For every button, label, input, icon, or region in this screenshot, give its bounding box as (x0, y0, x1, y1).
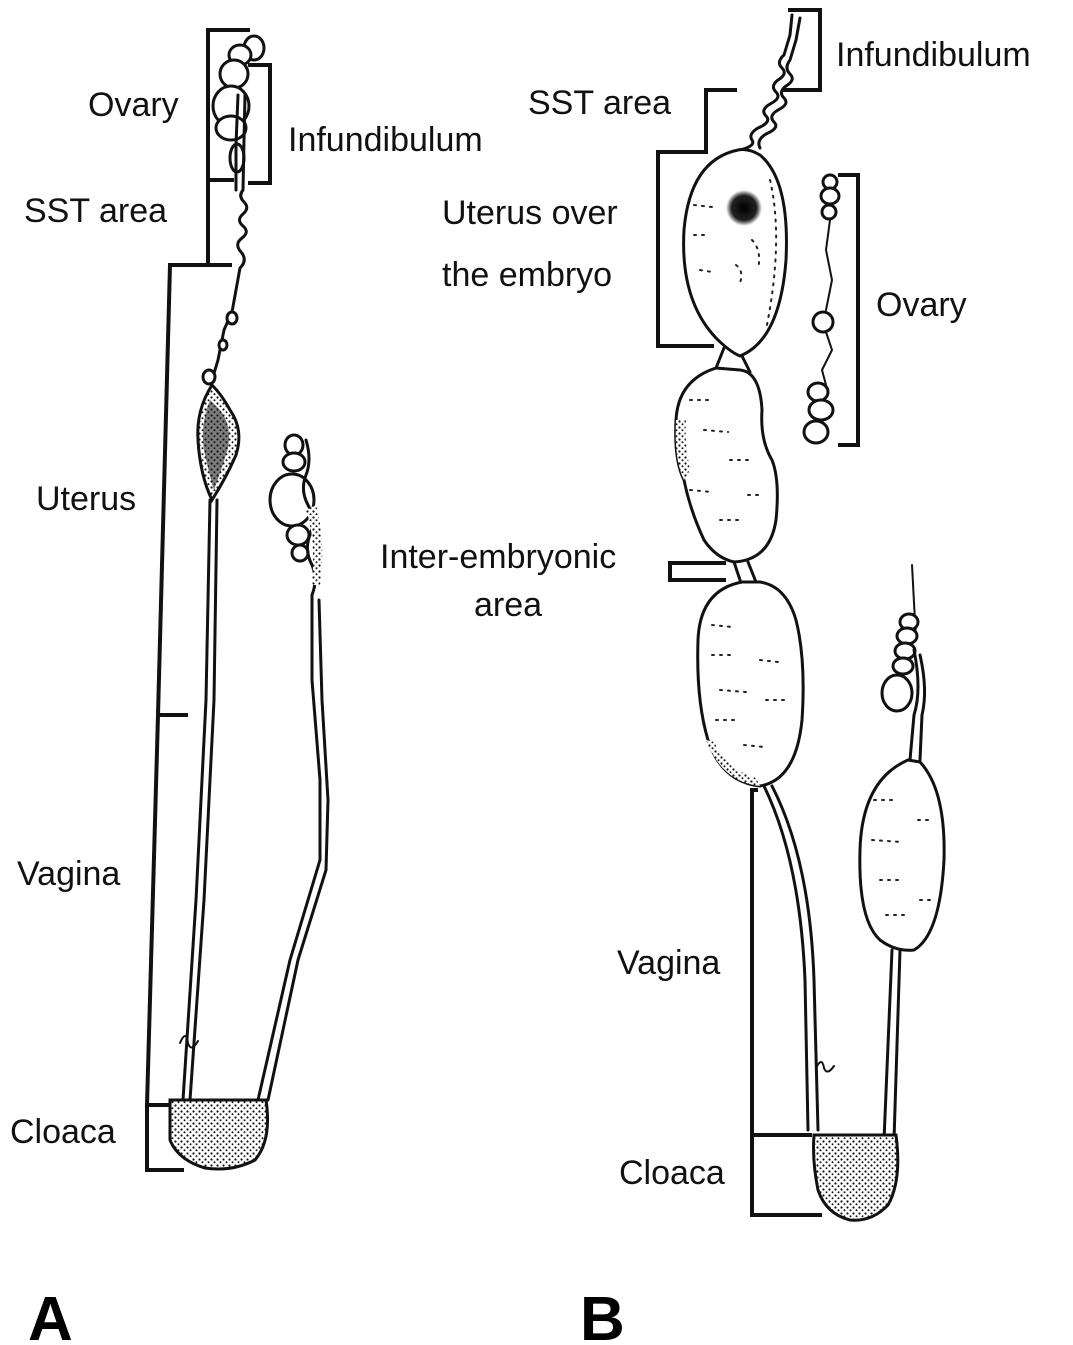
label-b-uterus-line2: the embryo (442, 256, 612, 294)
vagina-b-left (764, 786, 808, 1130)
label-a-uterus: Uterus (36, 480, 136, 518)
uterus-b-right (860, 760, 944, 950)
bracket-sst-area-a (208, 180, 230, 265)
panel-b: Infundibulum SST area Uterus over the em… (380, 10, 1031, 1345)
label-b-vagina: Vagina (617, 944, 720, 982)
label-a-infundibulum: Infundibulum (288, 121, 483, 159)
panel-a: Ovary Infundibulum SST area Uterus Vagin… (10, 30, 483, 1345)
label-b-sst-area: SST area (528, 84, 671, 122)
uterus-chamber-2-b (676, 368, 778, 562)
ovum-a-small (227, 312, 237, 324)
label-b-infundibulum: Infundibulum (836, 36, 1031, 74)
bracket-ovary-b (840, 175, 858, 445)
bracket-inter-embryonic-b (670, 563, 724, 580)
label-a-sst-area: SST area (24, 192, 167, 230)
ovary-b-separate (804, 175, 839, 443)
oviduct-b (740, 15, 792, 150)
panel-letter-b: B (580, 1285, 625, 1345)
panel-letter-a: A (28, 1285, 73, 1345)
label-b-ovary: Ovary (876, 286, 967, 324)
label-a-ovary: Ovary (88, 86, 179, 124)
label-a-cloaca: Cloaca (10, 1113, 116, 1151)
vagina-b-right (884, 950, 892, 1140)
bracket-infundibulum-b (784, 10, 820, 90)
embryo-spot (726, 190, 762, 226)
label-b-inter-line1: Inter-embryonic (380, 538, 616, 576)
bracket-cloaca-b (752, 1135, 820, 1215)
bracket-sst-area-b (706, 90, 735, 152)
bracket-vagina-b (752, 790, 810, 1135)
label-b-inter-line2: area (474, 586, 542, 624)
label-b-uterus-line1: Uterus over (442, 194, 618, 232)
label-b-cloaca: Cloaca (619, 1154, 725, 1192)
ovary-b-right-chain (882, 614, 918, 711)
bracket-infundibulum-a (250, 65, 270, 183)
cloaca-a (170, 1100, 268, 1169)
cloaca-b (814, 1135, 898, 1220)
label-a-vagina: Vagina (17, 855, 120, 893)
bracket-vagina-a (147, 715, 176, 1105)
